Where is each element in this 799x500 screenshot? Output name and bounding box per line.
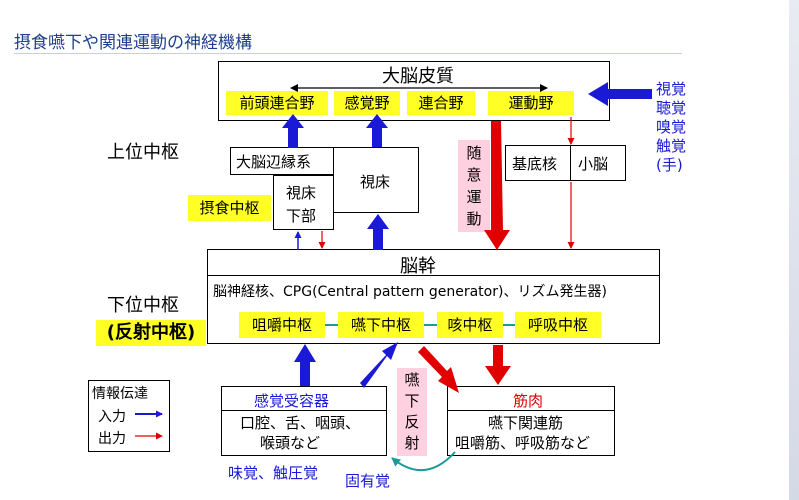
limbic-label: 大脳辺縁系 (236, 153, 312, 171)
center-swallowing: 嚥下中枢 (338, 312, 424, 338)
feeding-center: 摂食中枢 (188, 195, 271, 221)
muscle-box (447, 386, 615, 456)
voluntary-char: 運 (466, 188, 482, 206)
muscle-title: 筋肉 (513, 392, 544, 410)
reflex-char: 反 (404, 413, 420, 431)
area-motor: 運動野 (488, 91, 574, 115)
muscle-line1: 嚥下関連筋 (488, 414, 564, 432)
receptor-line1: 口腔、舌、咽頭、 (240, 414, 361, 432)
cerebellum-box (570, 145, 626, 181)
sense-item: (手) (656, 156, 683, 174)
thalamus-to-sensory-arrow (366, 114, 388, 147)
hypothalamus-line1: 視床 (286, 184, 317, 202)
cortex-title: 大脳皮質 (382, 66, 454, 87)
reflex-char: 下 (404, 392, 420, 410)
sense-item: 聴覚 (656, 99, 687, 117)
swallowing-reflex-label: 嚥 下 反 射 (397, 368, 427, 456)
sense-item: 視覚 (656, 80, 687, 98)
brainstem-to-muscle-arrow (485, 345, 511, 385)
voluntary-motor-arrow (484, 121, 510, 250)
area-frontal: 前頭連合野 (226, 91, 328, 115)
senses-list: 視覚 聴覚 嗅覚 触覚 (手) (656, 80, 686, 175)
center-respiration: 呼吸中枢 (515, 312, 601, 338)
muscle-line2: 咀嚼筋、呼吸筋など (455, 434, 591, 452)
legend-input-label: 入力 (98, 409, 126, 425)
sense-item: 嗅覚 (656, 118, 687, 136)
brainstem-desc-divider (207, 275, 660, 276)
thalamus-label: 視床 (360, 173, 391, 191)
hypothalamus-box (273, 175, 334, 230)
hypothalamus-line2: 下部 (286, 207, 317, 225)
area-sensory: 感覚野 (334, 91, 400, 115)
voluntary-char: 随 (466, 144, 482, 162)
voluntary-char: 動 (466, 210, 482, 228)
brainstem-title: 脳幹 (400, 256, 436, 277)
reflex-char: 嚥 (404, 371, 420, 389)
slide-title: 摂食嚥下や関連運動の神経機構 (14, 33, 252, 53)
upper-center-label: 上位中枢 (107, 142, 179, 163)
slide-edge-strip (789, 0, 799, 500)
legend-title: 情報伝達 (92, 386, 148, 402)
voluntary-char: 意 (466, 166, 482, 184)
receptor-box (221, 386, 387, 456)
receptor-title: 感覚受容器 (254, 392, 330, 410)
thalamus-box (333, 147, 419, 213)
proprioception-feedback-arrow (391, 451, 456, 472)
area-association: 連合野 (407, 91, 475, 115)
center-cough: 咳中枢 (437, 312, 503, 338)
center-mastication: 咀嚼中枢 (239, 312, 325, 338)
taste-touch-label: 味覚、触圧覚 (228, 464, 319, 482)
receptor-divider (221, 410, 387, 411)
muscle-divider (447, 410, 615, 411)
senses-input-arrow (588, 82, 652, 106)
title-divider (14, 53, 682, 54)
reflex-char: 射 (404, 434, 420, 452)
receptor-line2: 喉頭など (260, 434, 321, 452)
sense-item: 触覚 (656, 137, 687, 155)
brainstem-to-thalamus-arrow (367, 214, 389, 250)
receptor-to-swallowing-arrow (360, 342, 398, 388)
reflex-center-label: (反射中枢) (96, 320, 206, 346)
receptor-to-brainstem-arrow (294, 344, 316, 386)
swallowing-to-muscle-arrow (418, 346, 459, 393)
voluntary-movement-label: 随 意 運 動 (458, 140, 490, 232)
legend-output-label: 出力 (98, 431, 126, 447)
brainstem-desc: 脳神経核、CPG(Central pattern generator)、リズム発… (213, 284, 607, 300)
basal-ganglia-label: 基底核 (512, 155, 558, 173)
limbic-box (230, 147, 334, 175)
limbic-to-frontal-arrow (282, 114, 304, 148)
lower-center-label: 下位中枢 (107, 295, 179, 316)
cerebellum-label: 小脳 (578, 155, 609, 173)
proprioception-label: 固有覚 (345, 472, 391, 490)
